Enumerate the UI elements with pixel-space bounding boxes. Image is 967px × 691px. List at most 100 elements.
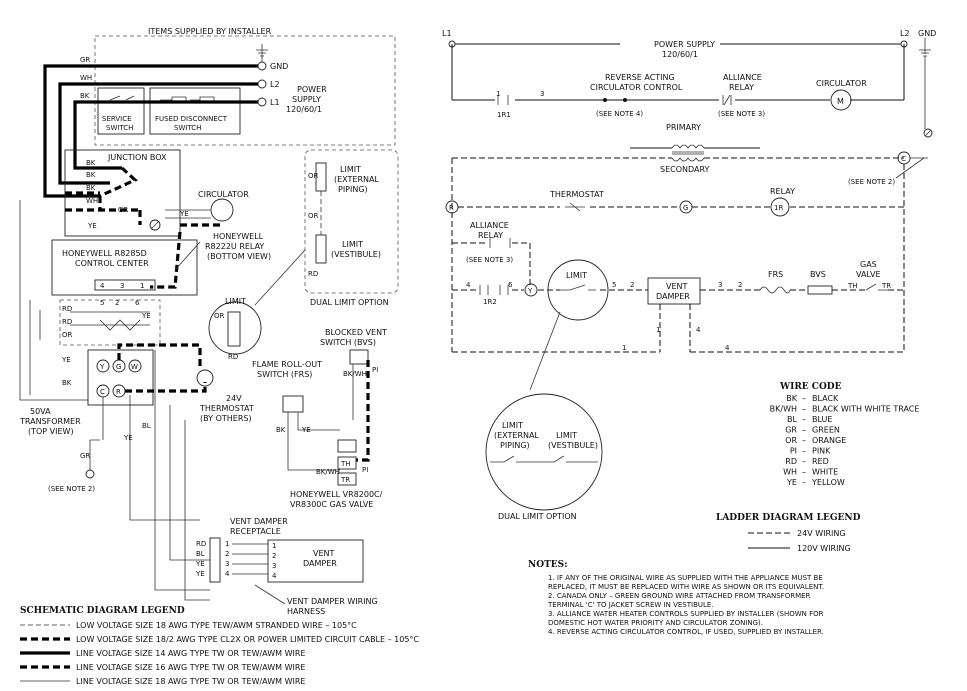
wire-label-gr-jb: YE: [87, 222, 97, 230]
installer-items-box: [94, 35, 396, 146]
transformer-label-2: TRANSFORMER: [19, 417, 81, 426]
wire-label-wh-jb: GR: [118, 206, 128, 214]
ladder-node-1r2: 1R2: [483, 298, 497, 306]
ladder-node-1r1: 1R1: [497, 111, 511, 119]
legend-120v-label: 120V WIRING: [797, 544, 851, 553]
frs-label-1: FLAME ROLL-OUT: [252, 360, 322, 369]
pin-1: 1: [140, 282, 144, 290]
terminal-w: W: [131, 363, 138, 371]
transformer-terminal-w: [128, 359, 142, 373]
fused-disconnect-label-2: SWITCH: [174, 124, 201, 132]
pin-4: 4: [100, 282, 105, 290]
service-switch-label-2: SWITCH: [106, 124, 133, 132]
vd-harness-label-1: VENT DAMPER WIRING: [287, 597, 378, 606]
return-bus: [452, 304, 904, 353]
transformer-label-1: 50VA: [30, 407, 51, 416]
wire-label-or-1: OR: [62, 331, 73, 339]
wire-code-color: WHITE: [812, 468, 838, 477]
fused-disconnect-box: [149, 87, 241, 135]
thermostat-wire-2: [125, 382, 207, 393]
vent-damper-label-2: DAMPER: [303, 559, 337, 568]
wire-label-ye-relay: YE: [141, 312, 151, 320]
note-line: DOMESTIC HOT WATER PRIORITY AND CIRCULAT…: [548, 619, 763, 627]
terminal-c: C: [100, 388, 105, 396]
ladder-l1: L1: [442, 29, 452, 38]
note-line: 4. REVERSE ACTING CIRCULATOR CONTROL, IF…: [548, 628, 824, 636]
schematic-legend: SCHEMATIC DIAGRAM LEGEND LOW VOLTAGE SIZ…: [20, 606, 419, 686]
ladder-node-r: R: [449, 204, 454, 212]
ladder-node-th: TH: [847, 282, 858, 290]
dual-limit-external-3: PIPING): [338, 185, 368, 194]
ladder-see-note-3: (SEE NOTE 3): [718, 110, 765, 118]
junction-inner-wiring: [65, 166, 142, 225]
ladder-vent-damper-1: VENT: [666, 282, 688, 291]
ladder-primary: PRIMARY: [666, 123, 701, 132]
ladder-bvs: BVS: [810, 270, 826, 279]
limit-label: LIMIT: [225, 297, 246, 306]
wire-label-bk-jb-1: BK: [86, 159, 96, 167]
control-center-label-2: CONTROL CENTER: [75, 259, 149, 268]
wire-label-bk-top: BK: [80, 92, 90, 100]
ladder-node-tr: TR: [881, 282, 891, 290]
blocked-vent-label-1: BLOCKED VENT: [325, 328, 387, 337]
terminal-y: Y: [99, 363, 105, 371]
wire-label-bkwh-bvs: PI: [372, 366, 378, 374]
ladder-frs: FRS: [768, 270, 783, 279]
ladder-diagram: L1 L2 GND POWER SUPPLY 120/60/1 M 1 3 1R…: [442, 29, 936, 521]
control-center-label-1: HONEYWELL R8285D: [62, 249, 147, 258]
ladder-alliance-relay-2: RELAY: [729, 83, 754, 92]
schematic-diagram: ITEMS SUPPLIED BY INSTALLER GND L2 L1 PO…: [19, 27, 399, 616]
note-line: 3. ALLIANCE WATER HEATER CONTROLS SUPPLI…: [548, 610, 824, 618]
schematic-legend-item: LOW VOLTAGE SIZE 18 AWG TYPE TEW/AWM STR…: [76, 621, 357, 630]
ladder-num-5: 5: [612, 281, 616, 289]
transformer-label-3: (TOP VIEW): [28, 427, 74, 436]
schematic-legend-item: LINE VOLTAGE SIZE 14 AWG TYPE TW OR TEW/…: [76, 649, 305, 658]
schematic-legend-item: LOW VOLTAGE SIZE 18/2 AWG TYPE CL2X OR P…: [76, 635, 419, 644]
relay-label-2: R8222U RELAY: [205, 242, 264, 251]
dual-limit-option-box: [304, 149, 399, 294]
ladder-circulator: CIRCULATOR: [816, 79, 867, 88]
relay-label-3: (BOTTOM VIEW): [207, 252, 271, 261]
wire-label-pi-vd: RD: [196, 540, 206, 548]
vd-receptacle-label-2: RECEPTACLE: [230, 527, 281, 536]
wire-code-abbr: RD: [785, 457, 797, 466]
terminal-r: R: [116, 388, 121, 396]
limit-circle: [208, 301, 262, 355]
vd-pin-1: 1: [225, 540, 229, 548]
service-switch-box: [97, 87, 145, 135]
ladder-node-m: M: [837, 97, 844, 106]
circulator-feed: [178, 223, 220, 228]
schematic-legend-title: SCHEMATIC DIAGRAM LEGEND: [20, 606, 185, 616]
gas-valve-th: [337, 456, 357, 470]
wire-code-abbr: GR: [785, 426, 797, 435]
wire-code-color: ORANGE: [812, 436, 846, 445]
ladder-gnd: GND: [918, 29, 936, 38]
reverse-acting-2: CIRCULATOR CONTROL: [590, 83, 683, 92]
dual-limit-vestibule-2: (VESTIBULE): [331, 250, 381, 259]
ladder-relay: RELAY: [770, 187, 795, 196]
gas-valve-th-label: TH: [340, 460, 351, 468]
ladder-gas-valve-1: GAS: [860, 260, 877, 269]
wire-code-abbr: BK/WH: [770, 405, 797, 414]
ladder-node-g: G: [683, 204, 688, 212]
ladder-limit-vest-1: LIMIT: [556, 431, 577, 440]
ladder-alliance-2-2: RELAY: [478, 231, 503, 240]
dual-limit-external-2: (EXTERNAL: [334, 175, 379, 184]
ladder-legend: LADDER DIAGRAM LEGEND 24V WIRING 120V WI…: [716, 513, 861, 553]
wire-label-pi-frs: BK: [276, 426, 286, 434]
ladder-limit-ext-3: PIPING): [500, 441, 530, 450]
note-line: REPLACED, IT MUST BE REPLACED WITH WIRE …: [548, 583, 824, 591]
terminal-l1: L1: [270, 98, 280, 107]
wire-code-color: BLUE: [812, 415, 832, 424]
relay-wire: [150, 231, 182, 289]
wire-code-dash: –: [802, 394, 806, 403]
ladder-num-4: 4: [466, 281, 471, 289]
circulator-label: CIRCULATOR: [198, 190, 249, 199]
ladder-secondary: SECONDARY: [660, 165, 710, 174]
ladder-vent-damper-2: DAMPER: [656, 292, 690, 301]
pin-3: 3: [120, 282, 124, 290]
ladder-limit-circle: [547, 259, 609, 321]
vd-harness-pin-4: 4: [272, 572, 277, 580]
note-line: TERMINAL 'C' TO JACKET SCREW IN VESTIBUL…: [547, 601, 714, 609]
